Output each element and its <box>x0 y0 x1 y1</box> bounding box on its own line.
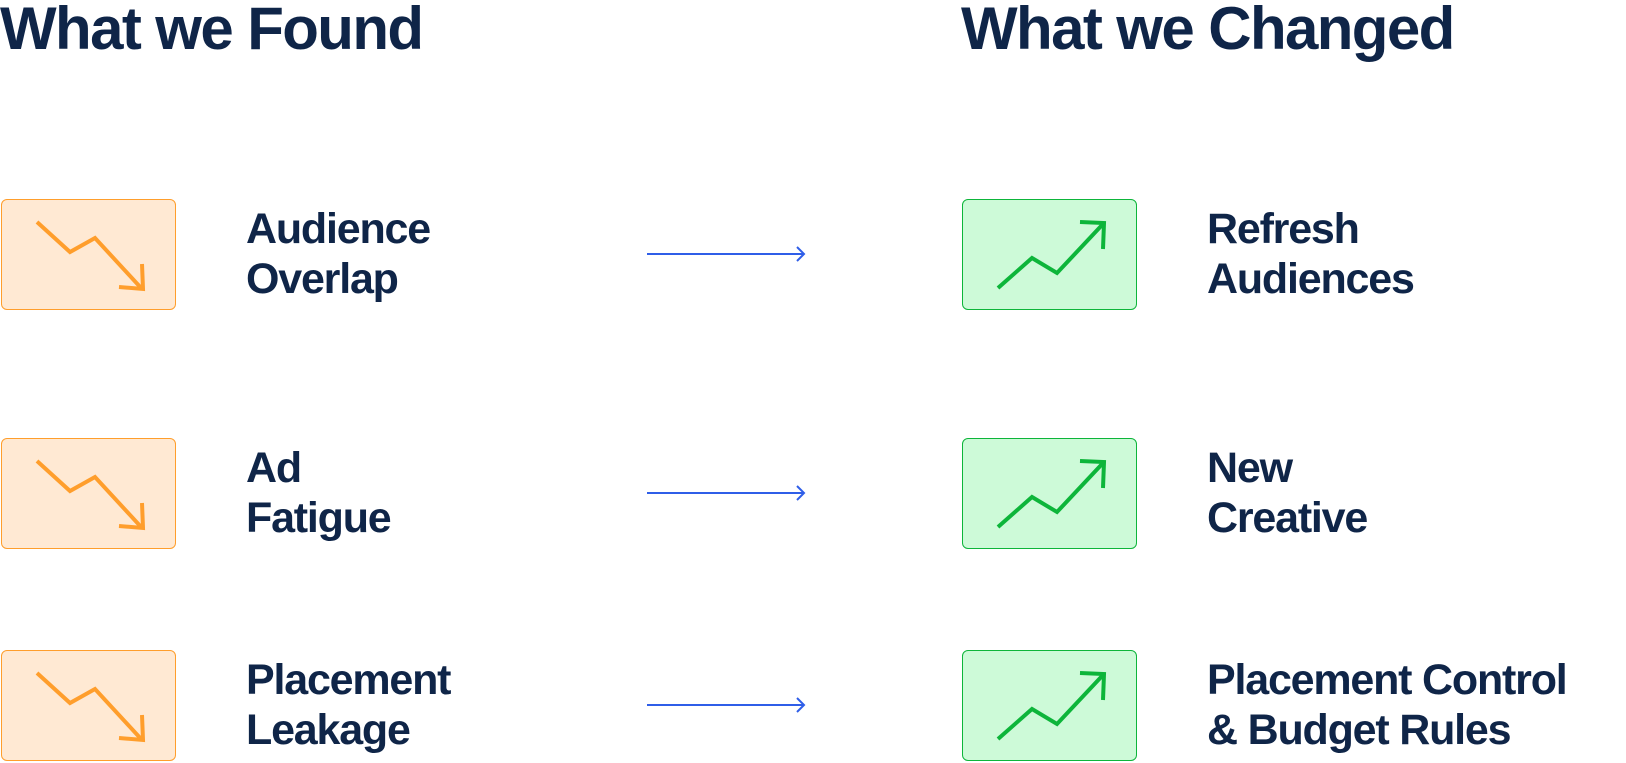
trend-up-icon <box>996 671 1107 741</box>
arrow-right-icon <box>647 246 806 262</box>
trend-up-icon <box>996 459 1107 529</box>
trend-up-icon <box>996 220 1107 290</box>
comparison-row-audience: Audience Overlap Refresh Audiences <box>0 199 1626 312</box>
changed-label-line-2: & Budget Rules <box>1207 706 1512 754</box>
changed-indicator-box <box>962 199 1137 310</box>
found-label-line-2: Overlap <box>246 255 399 303</box>
found-label-line-1: Ad <box>246 444 302 492</box>
comparison-row-fatigue: Ad Fatigue New Creative <box>0 438 1626 551</box>
found-heading: What we Found <box>0 0 424 62</box>
changed-indicator-box <box>962 438 1137 549</box>
changed-label: Refresh Audiences <box>1207 204 1415 304</box>
found-indicator-box <box>1 199 176 310</box>
trend-down-icon <box>35 220 146 292</box>
comparison-row-placement: Placement Leakage Placement Control & Bu… <box>0 650 1626 763</box>
trend-down-icon <box>35 459 146 531</box>
found-label-line-2: Leakage <box>246 706 411 754</box>
changed-indicator-box <box>962 650 1137 761</box>
found-label: Placement Leakage <box>246 655 452 755</box>
changed-label-line-2: Audiences <box>1207 255 1415 303</box>
found-label: Ad Fatigue <box>246 443 392 543</box>
found-label-line-1: Placement <box>246 656 452 704</box>
found-label-line-2: Fatigue <box>246 494 392 542</box>
changed-heading: What we Changed <box>961 0 1455 62</box>
changed-label-line-2: Creative <box>1207 494 1368 542</box>
trend-down-icon <box>35 671 146 743</box>
changed-label-line-1: Refresh <box>1207 205 1360 253</box>
arrow-right-icon <box>647 697 806 713</box>
found-indicator-box <box>1 438 176 549</box>
changed-label-line-1: New <box>1207 444 1293 492</box>
arrow-right-icon <box>647 485 806 501</box>
changed-label: Placement Control & Budget Rules <box>1207 655 1568 755</box>
changed-label: New Creative <box>1207 443 1368 543</box>
found-label-line-1: Audience <box>246 205 431 253</box>
found-label: Audience Overlap <box>246 204 431 304</box>
found-indicator-box <box>1 650 176 761</box>
changed-label-line-1: Placement Control <box>1207 656 1568 704</box>
